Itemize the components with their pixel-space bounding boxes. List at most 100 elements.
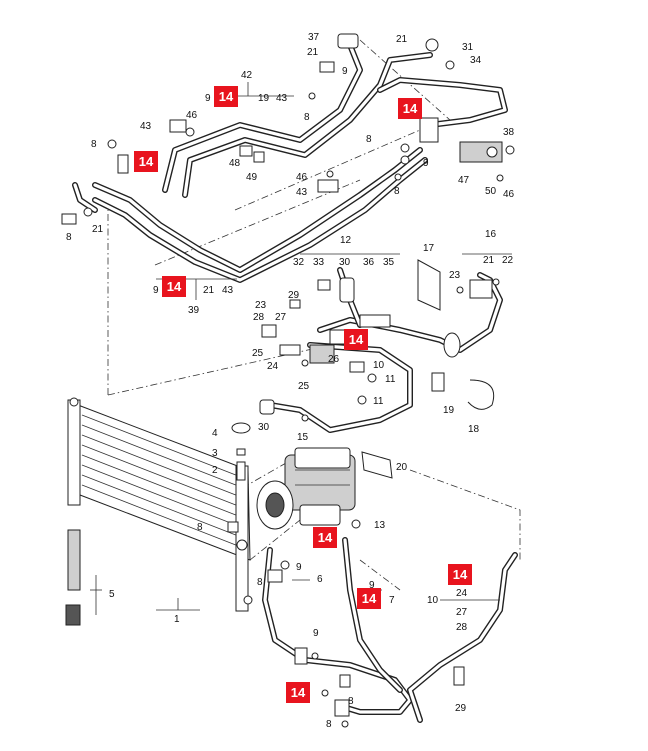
badge-box — [398, 98, 422, 119]
callout-labels: 37 21 9 21 31 34 42 9 19 43 8 43 46 8 48… — [66, 32, 515, 730]
callout: 17 — [423, 243, 435, 254]
callout: 28 — [253, 312, 265, 323]
callout: 8 — [66, 232, 72, 243]
callout: 12 — [340, 235, 352, 246]
badge-14-top-left: 14 — [214, 86, 238, 107]
callout: 8 — [197, 522, 203, 533]
callout: 20 — [396, 462, 408, 473]
callout: 49 — [246, 172, 258, 183]
callout: 46 — [296, 172, 308, 183]
badge-number: 14 — [362, 591, 377, 606]
callout: 8 — [366, 134, 372, 145]
callout: 9 — [313, 628, 319, 639]
callout: 28 — [456, 622, 468, 633]
callout: 8 — [257, 577, 263, 588]
callout: 43 — [296, 187, 308, 198]
callout: 11 — [385, 374, 396, 385]
badge-box — [286, 682, 310, 703]
callout: 21 — [203, 285, 215, 296]
callout: 16 — [485, 229, 497, 240]
callout: 8 — [326, 719, 332, 730]
callout: 15 — [297, 432, 309, 443]
badge-14-left: 14 — [134, 151, 158, 172]
callout: 19 — [443, 405, 455, 416]
callout: 29 — [288, 290, 300, 301]
callout: 5 — [109, 589, 115, 600]
callout: 43 — [222, 285, 234, 296]
callout: 19 — [258, 93, 270, 104]
callout: 43 — [276, 93, 288, 104]
callout: 39 — [188, 305, 200, 316]
callout: 48 — [229, 158, 241, 169]
badge-box — [357, 588, 381, 609]
badge-14-mid-left: 14 — [162, 276, 186, 297]
badge-14-bottom: 14 — [286, 682, 310, 703]
callout: 37 — [308, 32, 320, 43]
badge-box — [134, 151, 158, 172]
callout: 3 — [212, 448, 218, 459]
callout: 6 — [317, 574, 323, 585]
callout: 7 — [389, 595, 395, 606]
callout: 46 — [503, 189, 515, 200]
callout: 10 — [373, 360, 385, 371]
callout: 24 — [456, 588, 468, 599]
callout: 25 — [252, 348, 264, 359]
badge-14-lower-mid: 14 — [357, 588, 381, 609]
badge-14-top-right: 14 — [398, 98, 422, 119]
callout: 50 — [485, 186, 497, 197]
badge-group: 14 14 14 14 14 14 14 14 — [134, 86, 472, 703]
callout: 30 — [339, 257, 351, 268]
badge-number: 14 — [349, 332, 364, 347]
callout: 27 — [275, 312, 287, 323]
callout: 34 — [470, 55, 482, 66]
callout: 38 — [503, 127, 515, 138]
callout: 9 — [205, 93, 211, 104]
badge-number: 14 — [403, 101, 418, 116]
callout: 24 — [267, 361, 279, 372]
badge-number: 14 — [167, 279, 182, 294]
callout: 9 — [369, 580, 375, 591]
callout: 33 — [313, 257, 325, 268]
callout: 42 — [241, 70, 253, 81]
callout: 23 — [449, 270, 461, 281]
callout: 21 — [483, 255, 495, 266]
badge-number: 14 — [318, 530, 333, 545]
callout: 8 — [91, 139, 97, 150]
callout: 9 — [423, 158, 429, 169]
callout: 18 — [468, 424, 480, 435]
upper-pipes — [72, 42, 508, 283]
callout: 26 — [328, 354, 340, 365]
callout: 29 — [455, 703, 467, 714]
callout: 1 — [174, 614, 180, 625]
callout: 9 — [153, 285, 159, 296]
callout: 21 — [396, 34, 408, 45]
callout: 21 — [307, 47, 319, 58]
callout: 43 — [140, 121, 152, 132]
callout: 23 — [255, 300, 267, 311]
callout: 27 — [456, 607, 468, 618]
callout: 8 — [304, 112, 310, 123]
callout: 36 — [363, 257, 375, 268]
callout: 30 — [258, 422, 270, 433]
badge-box — [448, 564, 472, 585]
badge-box — [214, 86, 238, 107]
callout: 9 — [342, 66, 348, 77]
badge-14-compressor: 14 — [313, 527, 337, 548]
condenser-fins — [81, 414, 247, 550]
callout: 8 — [348, 696, 354, 707]
callout: 9 — [296, 562, 302, 573]
badge-number: 14 — [219, 89, 234, 104]
callout: 10 — [427, 595, 439, 606]
callout: 8 — [394, 186, 400, 197]
lower-pipes — [262, 537, 518, 723]
badge-number: 14 — [291, 685, 306, 700]
badge-14-center: 14 — [344, 329, 368, 350]
callout: 32 — [293, 257, 305, 268]
middle-pipes — [267, 267, 503, 433]
callout: 35 — [383, 257, 395, 268]
callout: 2 — [212, 465, 218, 476]
badge-box — [162, 276, 186, 297]
callout: 11 — [373, 396, 384, 407]
callout: 31 — [462, 42, 474, 53]
badge-14-right: 14 — [448, 564, 472, 585]
